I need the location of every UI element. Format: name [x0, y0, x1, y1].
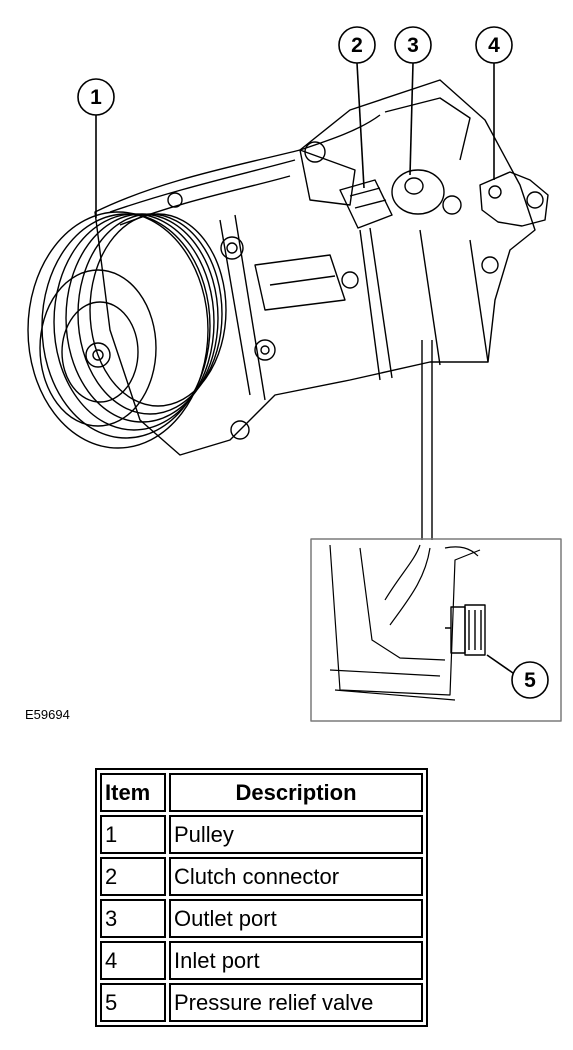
figure-id: E59694 — [25, 707, 70, 722]
body-bolt — [226, 242, 238, 254]
compressor-body — [94, 79, 536, 456]
callout-label-2: 2 — [351, 34, 363, 57]
pulley — [27, 211, 209, 449]
pulley-hub-nut-center — [92, 349, 104, 361]
table-row: 3 Outlet port — [100, 899, 423, 938]
table-row: 5 Pressure relief valve — [100, 983, 423, 1022]
legend-item: 5 — [100, 983, 166, 1022]
pulley-hub-nut — [85, 342, 111, 368]
body-bolt — [481, 256, 499, 274]
legend-description: Pulley — [169, 815, 423, 854]
legend-header-row: Item Description — [100, 773, 423, 812]
legend-header-item: Item — [100, 773, 166, 812]
legend-description: Pressure relief valve — [169, 983, 423, 1022]
outlet-port-bolt — [442, 195, 462, 215]
table-row: 1 Pulley — [100, 815, 423, 854]
callout-circle-5 — [511, 661, 549, 699]
pulley-groove — [89, 213, 227, 407]
body-bolt — [220, 236, 244, 260]
legend-item: 4 — [100, 941, 166, 980]
legend-item: 1 — [100, 815, 166, 854]
connector-bracket — [254, 254, 346, 311]
pulley-hub-ring — [39, 269, 157, 427]
legend-description: Inlet port — [169, 941, 423, 980]
body-bolt — [304, 141, 326, 163]
body-bolt — [341, 271, 359, 289]
legend-item: 3 — [100, 899, 166, 938]
body-bolt — [230, 420, 250, 440]
table-row: 4 Inlet port — [100, 941, 423, 980]
inset-frame — [310, 538, 562, 722]
legend-table: Item Description 1 Pulley 2 Clutch conne… — [95, 768, 428, 1027]
leader-line-3 — [409, 62, 414, 176]
inlet-port — [479, 171, 549, 227]
outlet-port-inner — [404, 177, 424, 195]
callout-label-4: 4 — [488, 34, 500, 57]
body-bolt — [254, 339, 276, 361]
callout-label-3: 3 — [407, 34, 419, 57]
clutch-connector — [339, 179, 393, 229]
callout-label-5: 5 — [524, 669, 536, 692]
compressor-diagram: 1 2 3 4 5 E59694 — [25, 26, 562, 722]
leader-line-2 — [356, 62, 365, 189]
legend-header-description: Description — [169, 773, 423, 812]
leader-line-5 — [486, 654, 514, 674]
inlet-port-inner — [488, 185, 502, 199]
inset-detail — [329, 544, 481, 701]
pulley-hub — [61, 301, 139, 403]
inset-connector-line — [421, 340, 433, 540]
callout-label-1: 1 — [90, 86, 102, 109]
body-bolt — [167, 192, 183, 208]
table-row: 2 Clutch connector — [100, 857, 423, 896]
outlet-port — [391, 169, 445, 215]
body-bolt — [260, 345, 270, 355]
legend-item: 2 — [100, 857, 166, 896]
legend-description: Clutch connector — [169, 857, 423, 896]
pressure-relief-valve — [445, 604, 486, 656]
body-ribs — [109, 159, 489, 401]
legend-description: Outlet port — [169, 899, 423, 938]
inlet-port-bolt — [526, 191, 544, 209]
